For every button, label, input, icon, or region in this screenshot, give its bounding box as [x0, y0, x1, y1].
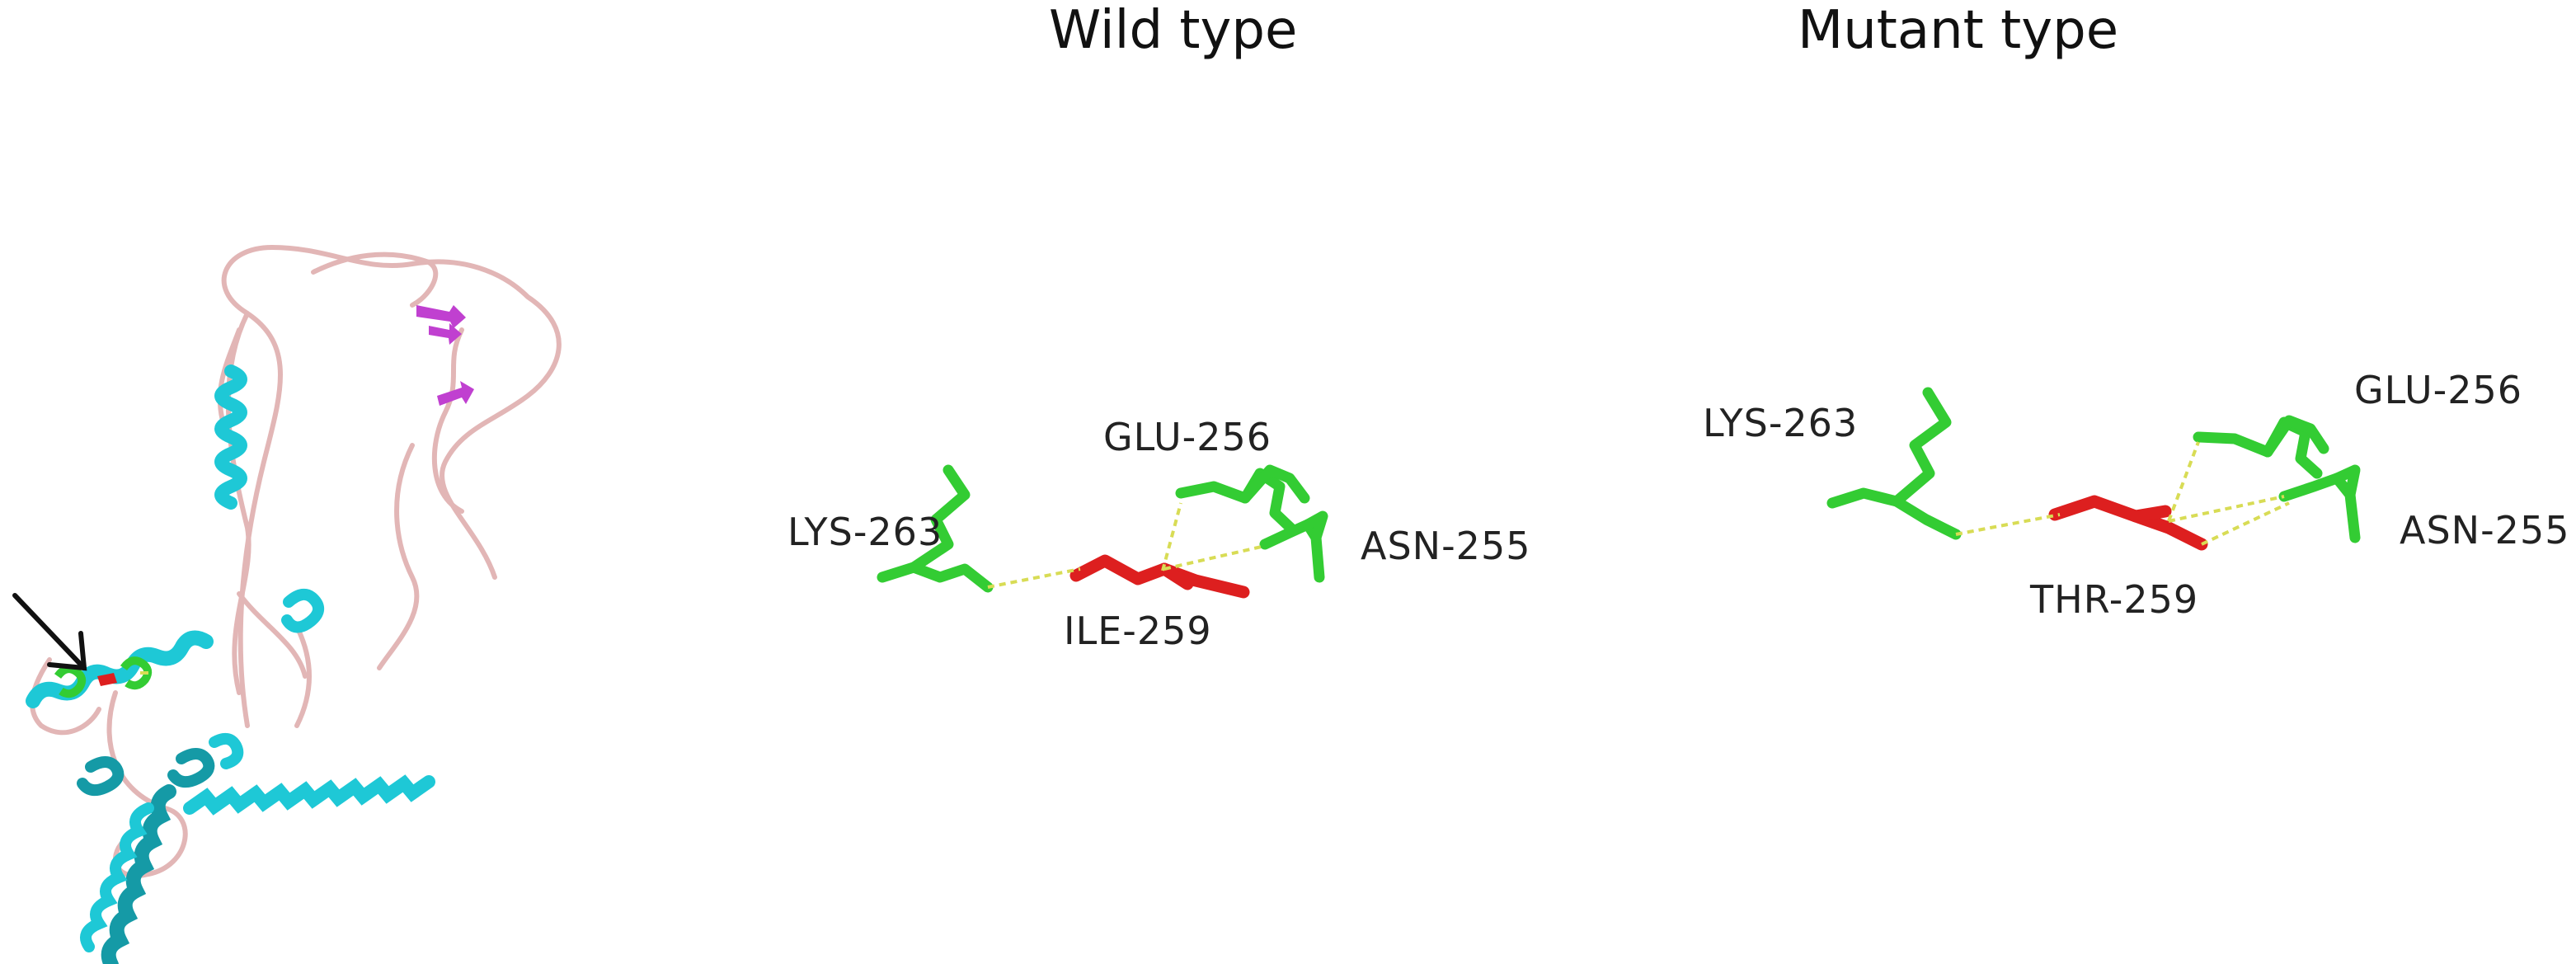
mutant-thr-259-label: THR-259: [2030, 577, 2199, 622]
wild-type-interaction: [877, 464, 1328, 599]
mutant-hbonds: [1955, 441, 2290, 546]
arrow-pointer: [12, 593, 87, 671]
mutant-thr-259-stick: [2048, 495, 2208, 551]
wild-lys-263-stick: [877, 464, 994, 593]
alpha-helices: [26, 364, 435, 964]
mutant-asn-255-stick: [2278, 464, 2361, 543]
mutant-glu-256-stick: [2193, 415, 2329, 479]
mutant-glu-256-label: GLU-256: [2354, 368, 2523, 412]
wild-ile-259-label: ILE-259: [1064, 609, 1212, 653]
wild-lys-263-label: LYS-263: [787, 510, 943, 554]
wild-ile-259-stick: [1069, 554, 1250, 599]
highlighted-site-cartoon: [54, 656, 153, 698]
mutant-lys-263-label: LYS-263: [1703, 401, 1859, 445]
wild-type-title: Wild type: [1049, 0, 1298, 61]
beta-sheets: [416, 305, 474, 406]
mutant-type-title: Mutant type: [1798, 0, 2119, 61]
wild-glu-256-stick: [1175, 464, 1310, 534]
mutant-lys-263-stick: [1826, 387, 1962, 540]
wild-hbonds: [987, 502, 1266, 589]
wild-glu-256-label: GLU-256: [1103, 415, 1272, 459]
wild-asn-255-stick: [1259, 510, 1328, 583]
wild-asn-255-label: ASN-255: [1361, 524, 1531, 568]
mutant-asn-255-label: ASN-255: [2400, 508, 2570, 553]
mutant-type-interaction: [1826, 387, 2361, 551]
